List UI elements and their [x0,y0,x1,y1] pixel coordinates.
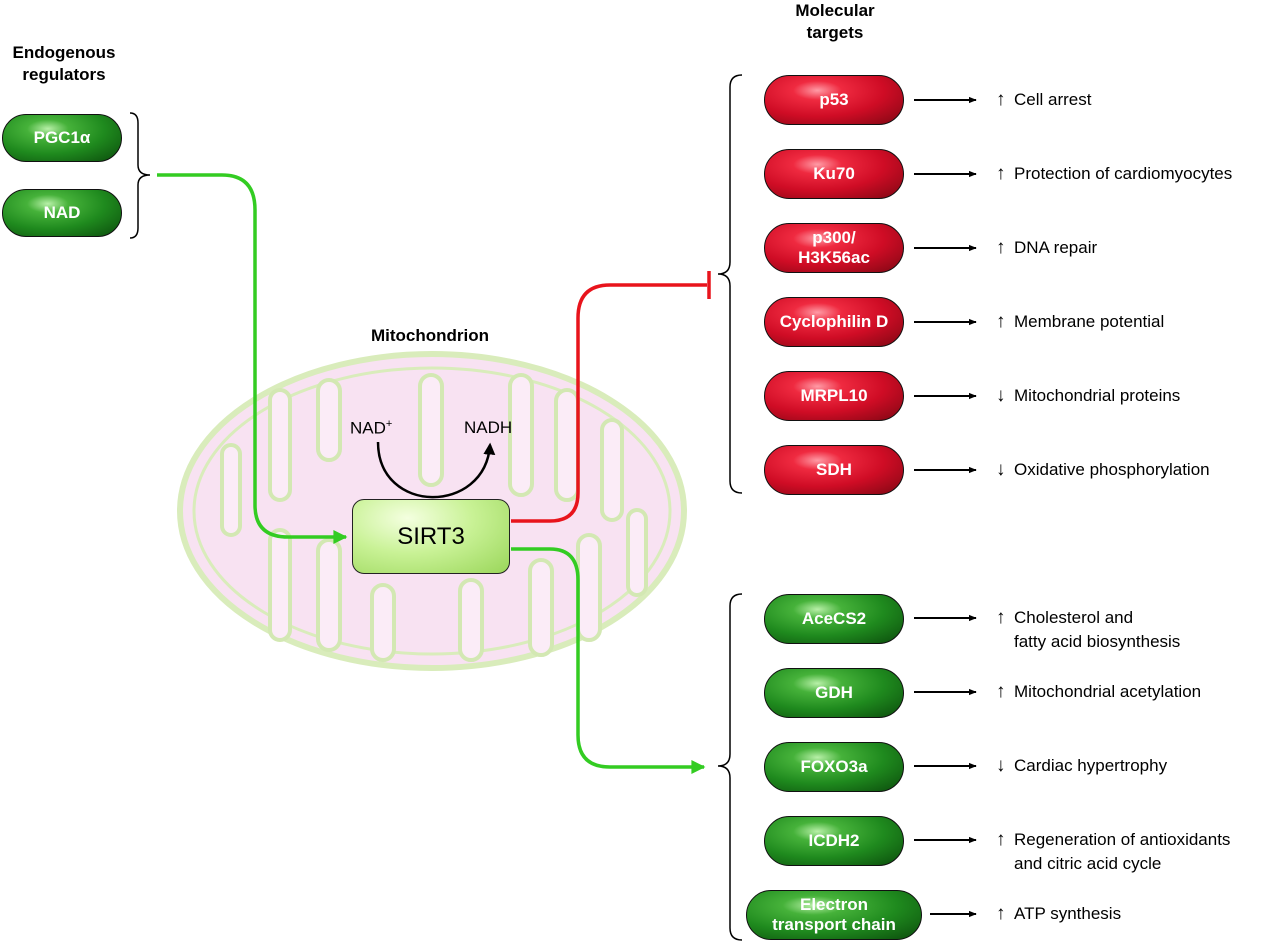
effect-protection-of-cardiomyocytes: ↑ Protection of cardiomyocytes [996,162,1232,186]
effect-mitochondrial-acetylation: ↑ Mitochondrial acetylation [996,680,1201,704]
regulators-heading: Endogenous regulators [12,43,116,84]
target-mrpl10: MRPL10 [764,371,904,421]
effect-text: Mitochondrial acetylation [1014,682,1202,701]
target-gdh: GDH [764,668,904,718]
regulators-bracket [129,112,151,239]
target-ku70: Ku70 [764,149,904,199]
direction-arrow: ↑ [996,903,1006,924]
direction-arrow: ↓ [996,755,1006,776]
mitochondrion-inner-membrane [192,366,672,656]
effect-text: Regeneration of antioxidants and citric … [1014,830,1231,873]
sirt3-node: SIRT3 [352,499,510,574]
effect-membrane-potential: ↑ Membrane potential [996,310,1164,334]
direction-arrow: ↑ [996,163,1006,184]
target-p300-h3k56ac: p300/ H3K56ac [764,223,904,273]
effect-text: Oxidative phosphorylation [1014,460,1210,479]
inhibited-targets-bracket [717,74,743,494]
effect-text: Cell arrest [1014,90,1092,109]
nad-plus-superscript: + [385,418,393,430]
target-icdh2: ICDH2 [764,816,904,866]
effect-text: Membrane potential [1014,312,1165,331]
direction-arrow: ↑ [996,311,1006,332]
activated-targets-bracket [717,593,743,941]
nad-to-nadh-curved-arrow [376,441,496,499]
regulator-activation-arrow [157,173,348,544]
target-acecs2: AceCS2 [764,594,904,644]
target-p53: p53 [764,75,904,125]
regulator-pgc1a: PGC1α [2,114,122,162]
targets-heading: Molecular targets [795,1,875,42]
effect-text: DNA repair [1014,238,1098,257]
mitochondrion-heading: Mitochondrion [370,326,490,345]
effect-text: Protection of cardiomyocytes [1014,164,1233,183]
effect-text: Mitochondrial proteins [1014,386,1181,405]
target-sdh: SDH [764,445,904,495]
direction-arrow: ↓ [996,459,1006,480]
effect-text: Cholesterol and fatty acid biosynthesis [1014,608,1181,651]
target-arrows [914,96,977,918]
inhibition-connector [511,283,707,523]
effect-dna-repair: ↑ DNA repair [996,236,1097,260]
effect-cell-arrest: ↑ Cell arrest [996,88,1091,112]
direction-arrow: ↑ [996,829,1006,850]
effect-regeneration-of-antioxidants: ↑ Regeneration of antioxidants and citric… [996,828,1230,876]
direction-arrow: ↑ [996,681,1006,702]
target-electron-transport-chain: Electron transport chain [746,890,922,940]
effect-mitochondrial-proteins: ↓ Mitochondrial proteins [996,384,1180,408]
direction-arrow: ↑ [996,237,1006,258]
nadh-label: NADH [464,418,513,437]
effect-cardiac-hypertrophy: ↓ Cardiac hypertrophy [996,754,1167,778]
target-cyclophilin-d: Cyclophilin D [764,297,904,347]
nad-plus-label: NAD+ [350,418,392,439]
effect-text: Cardiac hypertrophy [1014,756,1168,775]
regulator-nad: NAD [2,189,122,237]
direction-arrow: ↑ [996,89,1006,110]
effect-cholesterol-fatty-acid-biosynthesis: ↑ Cholesterol and fatty acid biosynthesis [996,606,1180,654]
effect-text: ATP synthesis [1014,904,1122,923]
target-foxo3a: FOXO3a [764,742,904,792]
effect-atp-synthesis: ↑ ATP synthesis [996,902,1121,926]
cristae [220,373,648,662]
nad-plus-text: NAD [350,418,386,438]
direction-arrow: ↓ [996,385,1006,406]
activation-connector [511,547,706,774]
direction-arrow: ↑ [996,607,1006,628]
effect-oxidative-phosphorylation: ↓ Oxidative phosphorylation [996,458,1210,482]
